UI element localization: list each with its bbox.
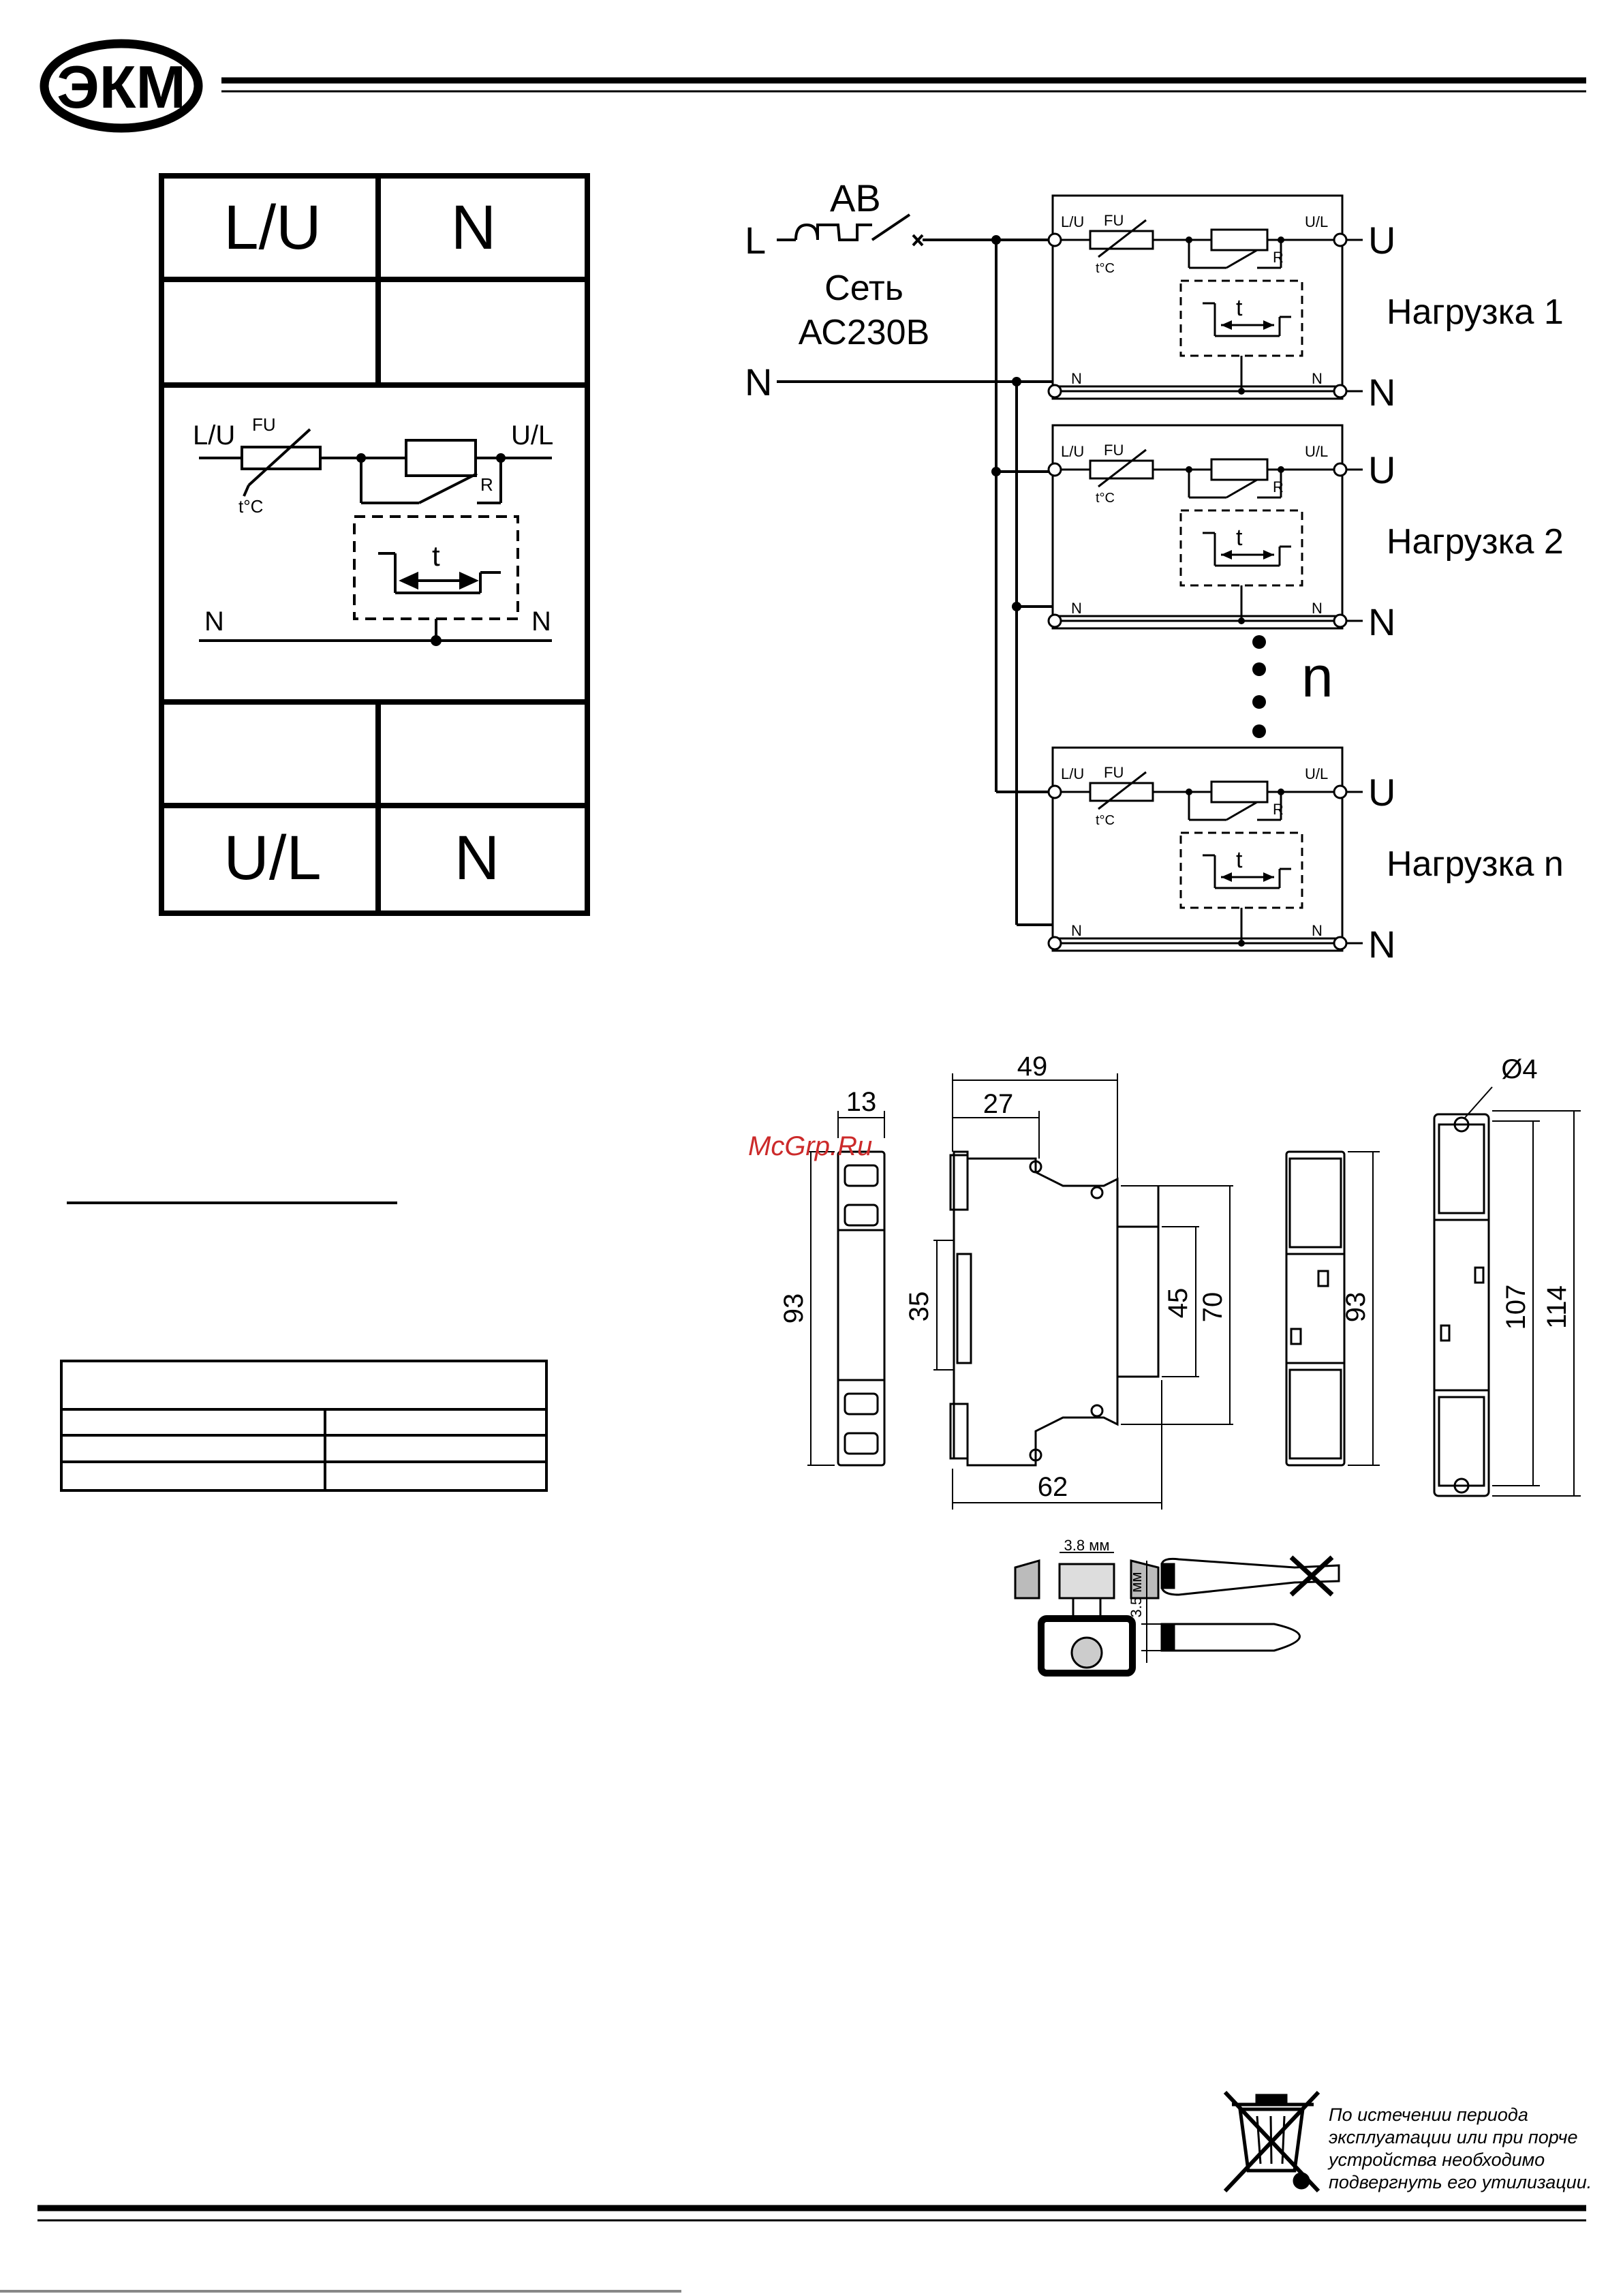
module-in-label: L/U — [1061, 765, 1084, 782]
empty-table — [60, 1360, 548, 1492]
network-label-line1: Сеть — [824, 269, 903, 308]
schematic-relay-label: R — [480, 474, 493, 495]
network-label-line2: АС230В — [799, 313, 930, 352]
dim-13: 13 — [846, 1087, 877, 1117]
logo-text: ЭКМ — [57, 53, 186, 121]
ellipsis-dot — [1252, 695, 1266, 709]
back-view — [1433, 1113, 1490, 1497]
dim-107: 107 — [1501, 1285, 1531, 1330]
dim-70: 70 — [1198, 1292, 1228, 1323]
ellipsis-dot — [1252, 635, 1266, 649]
wiring-module: L/U U/L FU t°C RtN N U N Нагрузка n — [1047, 746, 1564, 966]
module-load-label: Нагрузка 2 — [1387, 522, 1564, 562]
module-u-terminal-label: U — [1368, 448, 1395, 491]
schematic-fuse-label: FU — [252, 414, 276, 435]
wiring-module: L/U U/L FU t°C RtN N U N Нагрузка 2 — [1047, 424, 1564, 643]
screwdriver-detail — [1014, 1552, 1340, 1677]
breaker-label: АВ — [830, 177, 881, 219]
schematic-timer-label: t — [432, 540, 440, 572]
watermark: McGrp.Ru — [748, 1131, 872, 1161]
line-label: L — [745, 219, 766, 262]
module-out-label: U/L — [1305, 213, 1328, 230]
wiring-module: L/U U/L FU t°C RtN N U N Нагрузка 1 — [1047, 194, 1564, 414]
module-temp-label: t°C — [1096, 813, 1115, 828]
module-in-label: L/U — [1061, 443, 1084, 460]
terminal-bottom-right-label: N — [454, 823, 499, 893]
module-temp-label: t°C — [1096, 491, 1115, 506]
module-relay-label: R — [1273, 801, 1284, 818]
module-in-label: L/U — [1061, 213, 1084, 230]
module-n-left-label: N — [1071, 370, 1082, 387]
crossed-bin-icon — [1223, 2090, 1320, 2193]
module-n-right-label: N — [1312, 922, 1323, 939]
dim-93: 93 — [779, 1294, 809, 1324]
module-load-label: Нагрузка n — [1387, 844, 1564, 884]
front-view — [837, 1150, 886, 1467]
schematic-neutral-right: N — [531, 607, 551, 637]
dim-62: 62 — [1038, 1472, 1068, 1502]
header: ЭКМ — [40, 39, 1586, 133]
module-out-label: U/L — [1305, 765, 1328, 782]
dim-114: 114 — [1542, 1285, 1572, 1329]
module-temp-label: t°C — [1096, 261, 1115, 276]
dim-27: 27 — [983, 1089, 1014, 1119]
disposal-line2: эксплуатации или при порче — [1329, 2127, 1578, 2147]
module-u-terminal-label: U — [1368, 771, 1395, 814]
wiring-diagram: АВ L N Сеть АС230В — [745, 177, 1333, 926]
top-view — [1285, 1150, 1346, 1467]
ellipsis-dot — [1252, 662, 1266, 676]
disposal-line4: подвергнуть его утилизации. — [1329, 2172, 1592, 2192]
module-n-right-label: N — [1312, 370, 1323, 387]
module-relay-label: R — [1273, 478, 1284, 495]
module-n-terminal-label: N — [1368, 600, 1395, 643]
module-fu-label: FU — [1104, 212, 1124, 229]
schematic-thermal-label: t°C — [238, 496, 263, 517]
module-n-right-label: N — [1312, 600, 1323, 617]
schematic-neutral-left: N — [204, 607, 224, 637]
disposal-line1: По истечении периода — [1329, 2104, 1528, 2125]
dim-49: 49 — [1017, 1052, 1048, 1082]
module-fu-label: FU — [1104, 442, 1124, 459]
module-out-label: U/L — [1305, 443, 1328, 460]
module-load-label: Нагрузка 1 — [1387, 292, 1564, 332]
module-relay-label: R — [1273, 249, 1284, 266]
module-timer-label: t — [1236, 847, 1243, 873]
side-view — [953, 1150, 1160, 1467]
terminal-schematic — [199, 428, 552, 646]
terminal-top-left-label: L/U — [223, 193, 321, 262]
module-timer-label: t — [1236, 295, 1243, 321]
module-n-terminal-label: N — [1368, 371, 1395, 414]
terminal-top-right-label: N — [451, 193, 496, 262]
module-u-terminal-label: U — [1368, 219, 1395, 262]
schematic-in-label: L/U — [193, 420, 235, 450]
dim-35: 35 — [904, 1291, 934, 1322]
screw-slot-label: 3.8 мм — [1064, 1537, 1110, 1554]
terminal-block: L/U N U/L N — [159, 173, 590, 916]
module-fu-label: FU — [1104, 764, 1124, 781]
ekm-logo: ЭКМ — [40, 39, 203, 133]
schematic-out-label: U/L — [511, 420, 553, 450]
footer — [0, 2205, 1586, 2293]
ellipsis-dot — [1252, 724, 1266, 738]
dim-dia-4: Ø4 — [1501, 1054, 1537, 1084]
screw-blade-label: 3.5 мм — [1128, 1572, 1145, 1618]
n-label: n — [1301, 645, 1333, 709]
neutral-label: N — [745, 361, 772, 403]
disposal-line3: устройства необходимо — [1327, 2149, 1545, 2170]
module-n-left-label: N — [1071, 600, 1082, 617]
module-timer-label: t — [1236, 525, 1243, 551]
module-n-left-label: N — [1071, 922, 1082, 939]
dim-45: 45 — [1163, 1288, 1193, 1319]
dim-93-top: 93 — [1341, 1292, 1371, 1323]
module-n-terminal-label: N — [1368, 923, 1395, 966]
dimension-drawings — [807, 1073, 1581, 1510]
terminal-bottom-left-label: U/L — [223, 823, 321, 893]
